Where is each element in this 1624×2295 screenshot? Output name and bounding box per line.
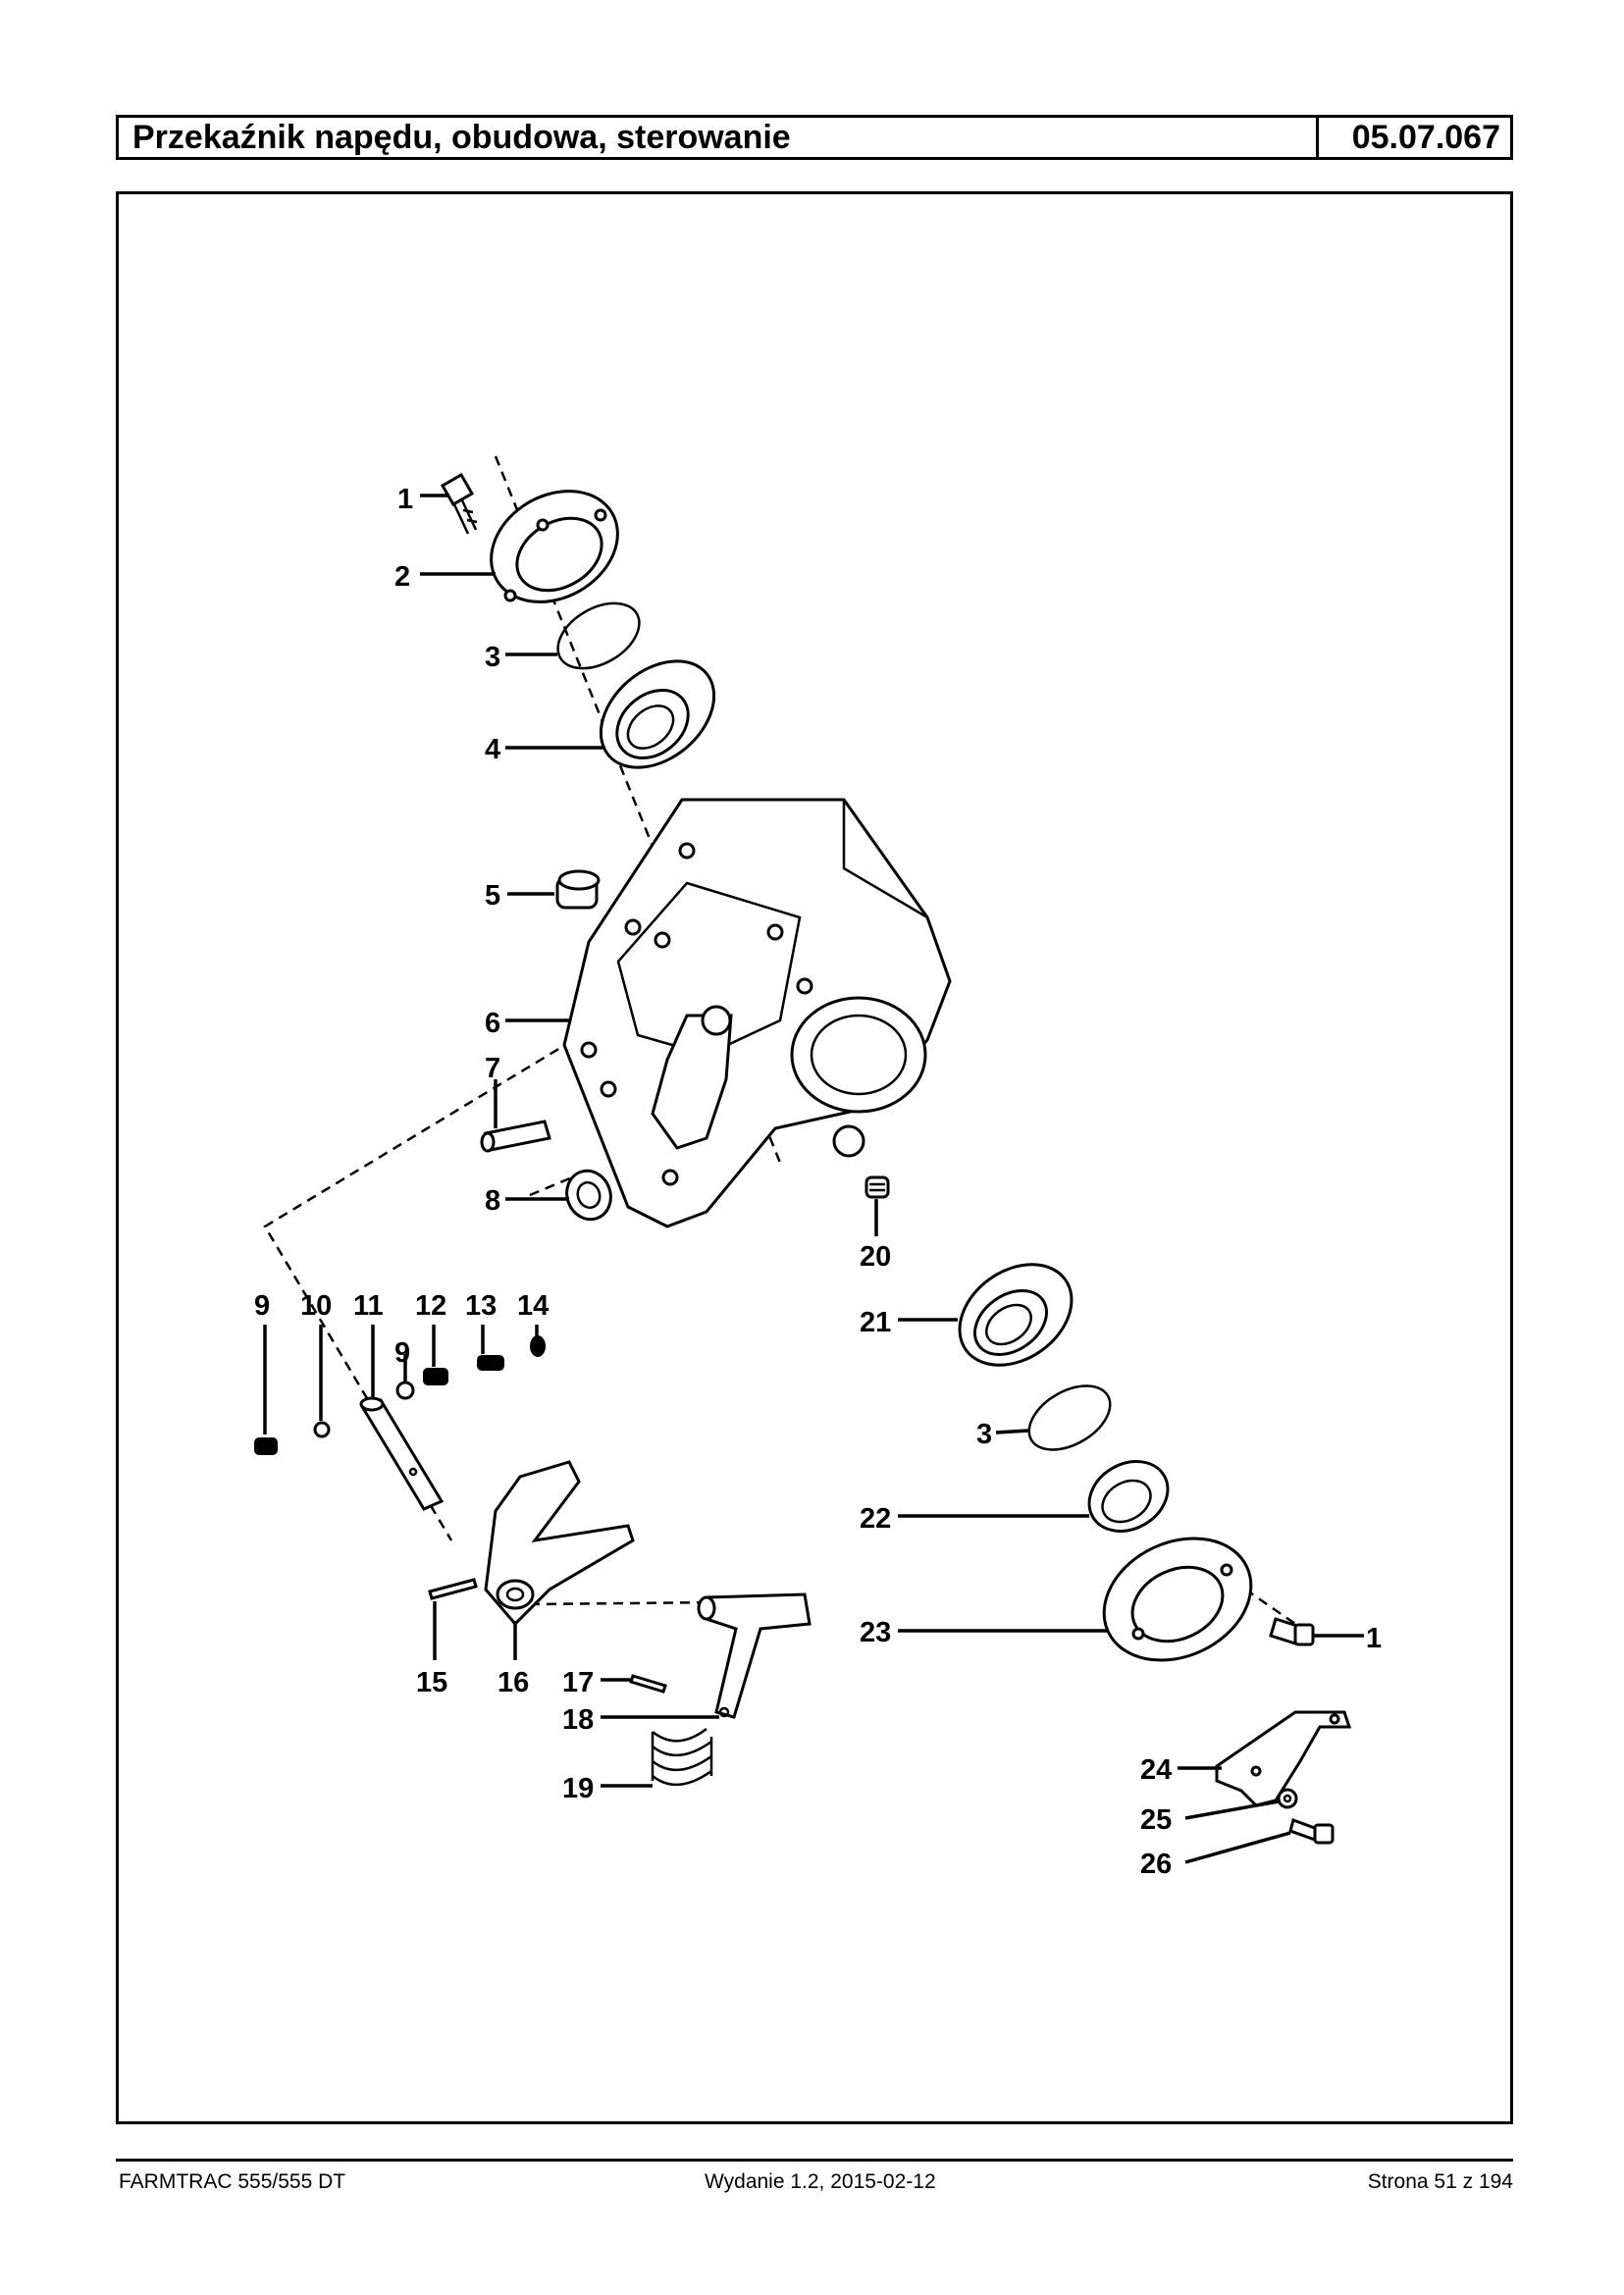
o-ring-part-3-lower <box>1027 1384 1112 1451</box>
washer-part-25 <box>1277 1788 1298 1809</box>
part-label-15: 15 <box>416 1667 447 1698</box>
bolt-part-1-lower <box>1269 1617 1315 1646</box>
part-label-21: 21 <box>860 1307 891 1338</box>
part-label-14: 14 <box>517 1290 549 1322</box>
footer-rule <box>116 2159 1513 2162</box>
spring-part-13 <box>477 1355 504 1371</box>
spring-part-19 <box>651 1728 713 1787</box>
detent-screw-part-9 <box>254 1437 278 1455</box>
part-label-10: 10 <box>300 1290 332 1322</box>
part-label-3: 3 <box>485 642 500 673</box>
part-label-2: 2 <box>394 561 410 593</box>
cover-plate-part-23 <box>1102 1537 1253 1662</box>
bearing-part-21 <box>958 1263 1074 1367</box>
page-title: Przekaźnik napędu, obudowa, sterowanie <box>132 119 791 156</box>
part-label-26: 26 <box>1140 1849 1172 1880</box>
roll-pin-part-15 <box>428 1578 478 1600</box>
part-label-24: 24 <box>1140 1754 1172 1786</box>
part-label-22: 22 <box>860 1503 891 1535</box>
bolt-part-26 <box>1288 1818 1335 1845</box>
seal-part-22 <box>1087 1460 1170 1533</box>
part-label-9: 9 <box>254 1290 270 1322</box>
detent-ball-part-9 <box>395 1381 415 1400</box>
pin-part-7 <box>480 1120 551 1153</box>
part-label-1b: 1 <box>1366 1623 1382 1654</box>
leader-lines <box>263 494 1364 1864</box>
plug-part-5 <box>555 869 601 910</box>
part-label-19: 19 <box>562 1773 594 1804</box>
assembly-axis-bolt <box>1231 1578 1296 1626</box>
part-label-7: 7 <box>485 1053 500 1084</box>
footer-page-number: Strona 51 z 194 <box>1367 2170 1513 2193</box>
lever-part-18 <box>697 1592 812 1719</box>
ball-part-14 <box>530 1335 546 1357</box>
part-label-6: 6 <box>485 1008 500 1039</box>
part-label-9b: 9 <box>394 1337 410 1369</box>
seal-part-8 <box>565 1169 612 1222</box>
part-label-25: 25 <box>1140 1804 1172 1836</box>
part-label-17: 17 <box>562 1667 594 1698</box>
assembly-axis-lever <box>529 1600 722 1606</box>
part-label-5: 5 <box>485 880 500 912</box>
section-code: 05.07.067 <box>1316 118 1510 157</box>
part-label-11: 11 <box>353 1290 384 1322</box>
part-label-18: 18 <box>562 1704 594 1736</box>
footer-model: FARMTRAC 555/555 DT <box>119 2170 346 2193</box>
bearing-part-4 <box>599 659 716 769</box>
shift-rod-part-11 <box>359 1396 445 1511</box>
cover-plate-part-2 <box>490 490 619 603</box>
spring-part-12 <box>423 1368 448 1385</box>
assembly-axis-seal <box>529 1171 585 1197</box>
grease-nipple-part-20 <box>864 1175 890 1199</box>
part-label-13: 13 <box>465 1290 497 1322</box>
bolt-part-1 <box>440 472 478 535</box>
part-label-3b: 3 <box>976 1419 992 1450</box>
part-label-4: 4 <box>485 734 500 765</box>
part-label-23: 23 <box>860 1617 891 1648</box>
bracket-part-24 <box>1215 1710 1352 1807</box>
o-ring-part-3 <box>556 601 641 670</box>
part-label-8: 8 <box>485 1185 500 1217</box>
key-part-17 <box>629 1674 667 1694</box>
page-header: Przekaźnik napędu, obudowa, sterowanie 0… <box>116 115 1513 160</box>
part-label-1: 1 <box>397 484 413 515</box>
shift-fork-part-16 <box>484 1460 635 1627</box>
part-label-12: 12 <box>415 1290 446 1322</box>
housing-part-6 <box>562 798 952 1228</box>
ball-part-10 <box>313 1421 331 1438</box>
footer-edition: Wydanie 1.2, 2015-02-12 <box>705 2170 936 2193</box>
part-label-16: 16 <box>498 1667 529 1698</box>
diagram-frame <box>116 191 1513 2124</box>
part-label-20: 20 <box>860 1241 891 1273</box>
